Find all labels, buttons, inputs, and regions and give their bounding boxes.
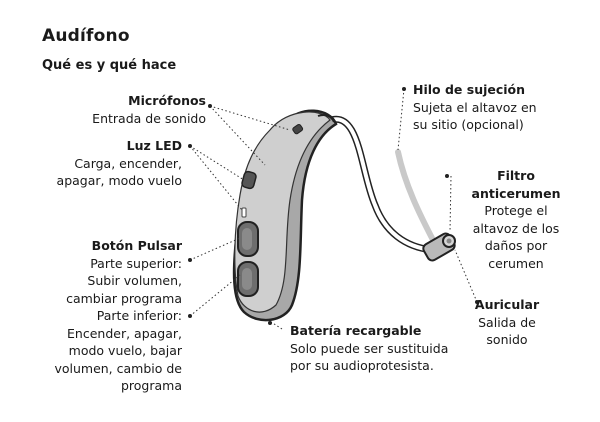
callout-wax-filter-desc: Protege el altavoz de los daños por ceru…	[472, 203, 560, 271]
callout-lower-part: Parte inferior: Encender, apagar, modo v…	[46, 307, 182, 395]
hearing-aid-body	[232, 109, 338, 322]
callout-led: Luz LED Carga, encender, apagar, modo vu…	[56, 137, 182, 190]
callout-wax-filter: Filtro anticerumen Protege el altavoz de…	[460, 167, 572, 272]
callout-lower-part-desc: Parte inferior: Encender, apagar, modo v…	[54, 308, 182, 393]
page-title: Audífono	[42, 26, 130, 46]
leader-lines	[189, 88, 478, 330]
microphone-icon	[292, 123, 304, 135]
callout-microphones-desc: Entrada de sonido	[92, 110, 206, 126]
callout-battery-desc: Solo puede ser sustituida por su audiopr…	[290, 340, 449, 374]
indicator-slot	[241, 207, 247, 218]
receiver-icon	[422, 232, 456, 262]
callout-retention-desc: Sujeta el altavoz en su sitio (opcional)	[413, 99, 537, 133]
callout-led-title: Luz LED	[126, 138, 182, 153]
callout-microphones-title: Micrófonos	[128, 93, 206, 108]
callout-retention-title: Hilo de sujeción	[413, 82, 526, 97]
led-icon	[241, 170, 257, 190]
callout-microphones: Micrófonos Entrada de sonido	[80, 92, 206, 127]
callout-led-desc: Carga, encender, apagar, modo vuelo	[56, 155, 182, 189]
callout-receiver-title: Auricular	[474, 297, 540, 312]
callout-wax-filter-title: Filtro anticerumen	[471, 168, 561, 201]
callout-push-button-desc: Parte superior: Subir volumen, cambiar p…	[66, 255, 182, 306]
callout-push-button-title: Botón Pulsar	[91, 238, 182, 253]
callout-battery: Batería recargable Solo puede ser sustit…	[290, 322, 490, 375]
callout-receiver: Auricular Salida de sonido	[466, 296, 548, 349]
page-subtitle: Qué es y qué hace	[42, 58, 177, 73]
callout-battery-title: Batería recargable	[290, 323, 422, 338]
callout-retention-line: Hilo de sujeción Sujeta el altavoz en su…	[413, 81, 573, 134]
callout-push-button: Botón Pulsar Parte superior: Subir volum…	[56, 237, 182, 307]
callout-receiver-desc: Salida de sonido	[478, 314, 536, 348]
retention-line	[395, 149, 436, 243]
leader-dots	[188, 87, 479, 325]
receiver-wire	[324, 115, 436, 254]
